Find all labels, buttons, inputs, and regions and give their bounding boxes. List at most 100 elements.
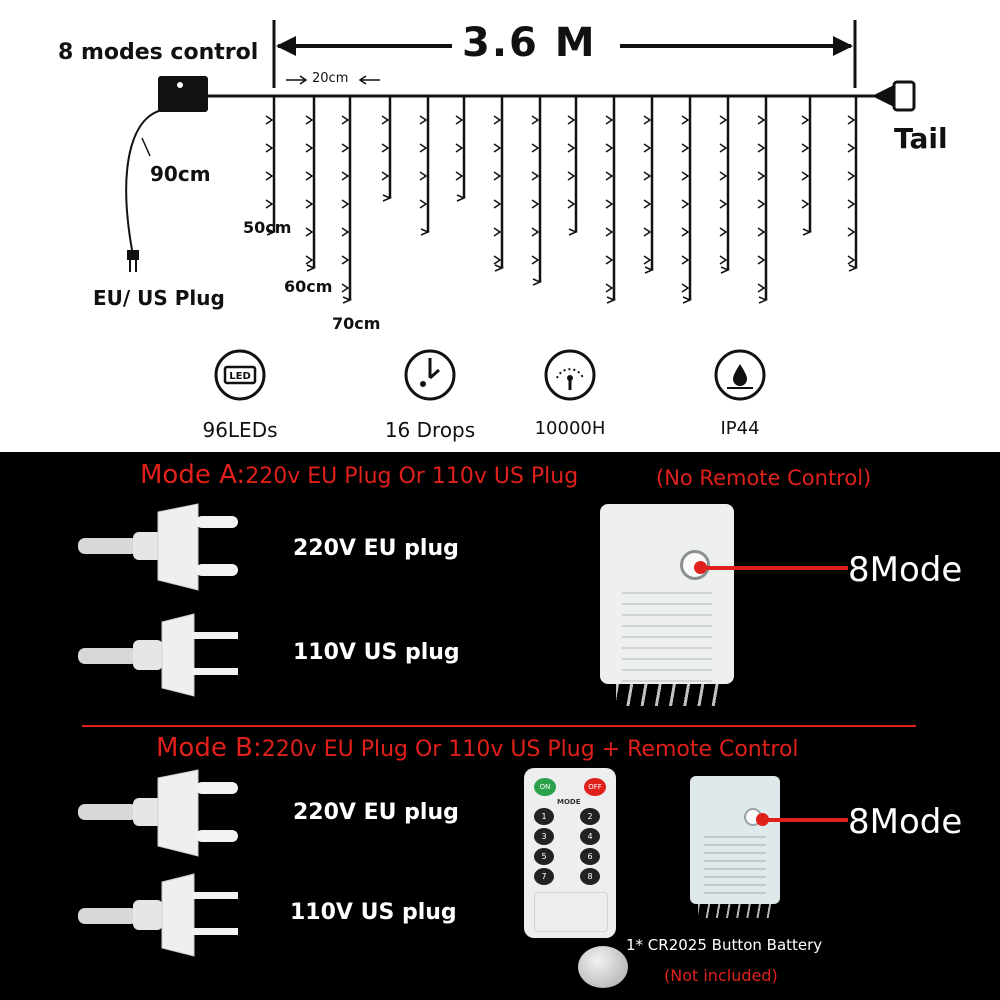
feature-waterproof-label: IP44 — [720, 418, 760, 439]
led-bulb — [643, 115, 652, 125]
led-bulb — [801, 171, 810, 181]
led-bulb — [643, 199, 652, 209]
plug-label: EU/ US Plug — [93, 286, 225, 310]
led-bulb — [265, 143, 274, 153]
mode-b-eu-plug-label: 220V EU plug — [293, 800, 459, 825]
led-bulb — [681, 171, 690, 181]
led-bulb — [643, 171, 652, 181]
control-label: 8 modes control — [58, 40, 259, 65]
led-bulb — [493, 171, 502, 181]
led-bulb — [605, 227, 614, 237]
led-bulb — [643, 255, 652, 265]
remote-key-6[interactable]: 6 — [580, 848, 600, 865]
mode-b-8mode-label: 8Mode — [848, 802, 963, 842]
led-bulb — [419, 171, 428, 181]
product-diagram-panel: 8 modes control 3.6 M 20cm 90cm EU/ US P… — [0, 0, 1000, 452]
led-bulb — [567, 171, 576, 181]
led-bulb — [757, 171, 766, 181]
led-bulb — [493, 255, 502, 265]
remote-key-5[interactable]: 5 — [534, 848, 554, 865]
mode-a-desc: 220v EU Plug Or 110v US Plug — [245, 464, 579, 489]
led-bulb — [455, 143, 464, 153]
led-bulb — [341, 227, 350, 237]
mode-a-eu-plug-label: 220V EU plug — [293, 536, 459, 561]
led-bulb — [719, 227, 728, 237]
remote-key-1[interactable]: 1 — [534, 808, 554, 825]
led-bulb — [847, 171, 856, 181]
tail-connector — [872, 80, 916, 112]
led-bulb — [493, 143, 502, 153]
led-bulb — [719, 115, 728, 125]
led-bulb — [757, 255, 766, 265]
mode-a-pointer-dot — [694, 561, 707, 574]
feature-waterproof: IP44 — [680, 344, 800, 439]
led-bulb — [456, 194, 466, 202]
led-bulb — [382, 194, 392, 202]
led-bulb — [531, 255, 540, 265]
led-bulb — [719, 143, 728, 153]
mode-b-desc: 220v EU Plug Or 110v US Plug + Remote Co… — [261, 737, 799, 762]
led-bulb — [531, 171, 540, 181]
led-bulb — [757, 143, 766, 153]
led-bulb — [532, 278, 542, 286]
led-bulb — [341, 143, 350, 153]
waterproof-icon — [714, 349, 766, 401]
led-bulb — [848, 264, 858, 272]
feature-drops: 16 Drops — [350, 344, 510, 442]
led-bulb — [720, 266, 730, 274]
led-bulb — [801, 199, 810, 209]
remote-on-button[interactable]: ON — [534, 778, 556, 796]
led-bulb — [419, 199, 428, 209]
cable-length-label: 90cm — [150, 162, 211, 186]
plug-icon — [127, 250, 139, 272]
remote-key-4[interactable]: 4 — [580, 828, 600, 845]
drop-length-60: 60cm — [284, 277, 333, 296]
led-bulb — [567, 143, 576, 153]
led-bulb — [847, 227, 856, 237]
led-bulb — [341, 115, 350, 125]
led-bulb — [531, 115, 540, 125]
led-bulb — [605, 283, 614, 293]
led-bulb — [681, 255, 690, 265]
remote-key-2[interactable]: 2 — [580, 808, 600, 825]
led-bulb — [682, 296, 692, 304]
led-bulb — [305, 171, 314, 181]
led-bulb — [265, 199, 274, 209]
led-bulb — [305, 115, 314, 125]
led-icon: LED — [214, 349, 266, 401]
drops-icon — [404, 349, 456, 401]
power-cable — [125, 109, 163, 251]
remote-key-8[interactable]: 8 — [580, 868, 600, 885]
button-battery — [578, 946, 628, 988]
led-bulb — [644, 266, 654, 274]
led-bulb — [606, 296, 616, 304]
led-bulb — [305, 143, 314, 153]
remote-key-3[interactable]: 3 — [534, 828, 554, 845]
mode-b-pointer-dot — [756, 813, 769, 826]
led-bulb — [455, 171, 464, 181]
controller-b-wires — [698, 904, 774, 918]
led-bulb — [643, 227, 652, 237]
battery-label: 1* CR2025 Button Battery — [626, 936, 823, 954]
remote-off-button[interactable]: OFF — [584, 778, 606, 796]
controller-a-wires — [616, 684, 726, 706]
remote-key-7[interactable]: 7 — [534, 868, 554, 885]
mode-a-heading: Mode A:220v EU Plug Or 110v US Plug — [140, 460, 578, 490]
feature-hours: 10000H — [510, 344, 630, 439]
led-bulb — [493, 199, 502, 209]
led-bulb — [719, 171, 728, 181]
led-bulb — [342, 296, 352, 304]
led-bulb — [605, 255, 614, 265]
led-bulb — [681, 227, 690, 237]
led-bulb — [847, 143, 856, 153]
controller-box-b — [690, 776, 780, 904]
led-bulb — [605, 171, 614, 181]
led-drops — [265, 96, 858, 304]
mode-a-note: (No Remote Control) — [656, 466, 872, 490]
mode-b-title: Mode B: — [156, 733, 262, 763]
gauge-icon — [544, 349, 596, 401]
feature-drops-label: 16 Drops — [384, 418, 476, 442]
spacing-label: 20cm — [312, 71, 349, 86]
led-bulb — [801, 143, 810, 153]
